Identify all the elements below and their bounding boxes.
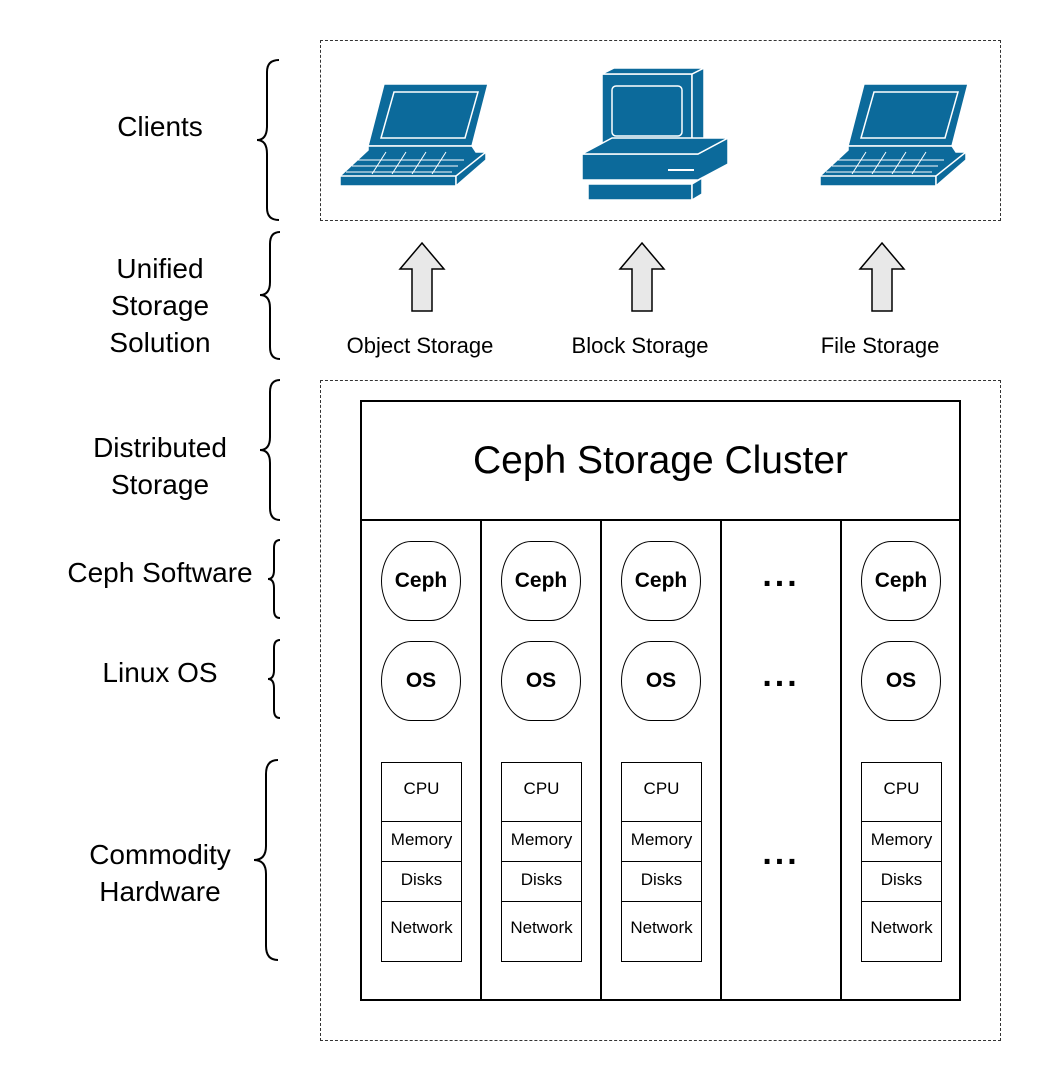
brace-clients	[256, 59, 280, 221]
layer-label-line: Unified	[116, 253, 204, 284]
layer-label-ceph-software: Ceph Software	[40, 554, 280, 591]
ellipsis-os: ...	[762, 656, 800, 694]
hardware-stack: CPU Memory Disks Network	[861, 762, 942, 962]
block-storage-label: Block Storage	[571, 333, 709, 358]
cpu-cell: CPU	[502, 763, 581, 822]
memory-cell: Memory	[382, 822, 461, 862]
layer-label-clients: Clients	[40, 108, 280, 145]
ceph-storage-cluster: Ceph Storage Cluster Ceph OS CPU Memory …	[360, 400, 961, 1001]
os-box: OS	[501, 641, 581, 721]
layer-label-line: Distributed	[93, 432, 227, 463]
ceph-software-box: Ceph	[381, 541, 461, 621]
memory-cell: Memory	[622, 822, 701, 862]
disks-cell: Disks	[862, 862, 941, 902]
layer-label-commodity-hardware: Commodity Hardware	[40, 836, 280, 910]
hardware-stack: CPU Memory Disks Network	[501, 762, 582, 962]
ceph-software-box: Ceph	[501, 541, 581, 621]
object-storage-label: Object Storage	[346, 333, 494, 358]
layer-label-line: Linux OS	[102, 657, 218, 688]
cluster-node: Ceph OS CPU Memory Disks Network	[840, 521, 960, 999]
layer-label-line: Ceph Software	[67, 557, 253, 588]
cpu-cell: CPU	[862, 763, 941, 822]
laptop-icon	[338, 83, 489, 188]
layer-label-unified-storage: Unified Storage Solution	[40, 250, 280, 361]
cpu-cell: CPU	[622, 763, 701, 822]
up-arrow-icon	[858, 241, 906, 312]
layer-label-line: Storage	[110, 469, 210, 500]
hardware-stack: CPU Memory Disks Network	[381, 762, 462, 962]
disks-cell: Disks	[622, 862, 701, 902]
ceph-software-box: Ceph	[621, 541, 701, 621]
desktop-computer-icon	[581, 66, 729, 202]
brace-distributed-storage	[259, 379, 281, 521]
disks-cell: Disks	[502, 862, 581, 902]
brace-ceph-software	[267, 539, 281, 619]
cluster-node-ellipsis: ... ... ...	[720, 521, 840, 999]
clients-container	[320, 40, 1001, 221]
ellipsis-hardware: ...	[762, 834, 800, 872]
laptop-shape	[338, 83, 489, 188]
os-box: OS	[861, 641, 941, 721]
layer-label-line: Hardware	[99, 876, 221, 907]
os-box: OS	[381, 641, 461, 721]
brace-commodity-hardware	[253, 759, 279, 961]
layer-label-linux-os: Linux OS	[40, 654, 280, 691]
layer-label-line: Commodity	[89, 839, 231, 870]
up-arrow-icon	[398, 241, 446, 312]
hardware-stack: CPU Memory Disks Network	[621, 762, 702, 962]
layer-label-clients-line: Clients	[117, 111, 203, 142]
cluster-container	[320, 380, 1001, 1041]
layer-label-distributed-storage: Distributed Storage	[40, 429, 280, 503]
os-box: OS	[621, 641, 701, 721]
memory-cell: Memory	[862, 822, 941, 862]
network-cell: Network	[630, 918, 693, 937]
network-cell: Network	[870, 918, 933, 937]
cluster-node: Ceph OS CPU Memory Disks Network	[362, 521, 482, 999]
laptop-icon	[818, 83, 969, 188]
up-arrow-icon	[618, 241, 666, 312]
layer-label-line: Storage	[110, 290, 210, 321]
cluster-title: Ceph Storage Cluster	[362, 402, 959, 521]
ellipsis-software: ...	[762, 556, 800, 594]
memory-cell: Memory	[502, 822, 581, 862]
cluster-node: Ceph OS CPU Memory Disks Network	[600, 521, 720, 999]
layer-label-line: Solution	[109, 327, 211, 358]
file-storage-label: File Storage	[820, 333, 940, 358]
brace-linux-os	[267, 639, 281, 719]
network-cell: Network	[390, 918, 453, 937]
brace-unified-storage	[259, 231, 281, 360]
network-cell: Network	[510, 918, 573, 937]
cluster-node: Ceph OS CPU Memory Disks Network	[480, 521, 600, 999]
disks-cell: Disks	[382, 862, 461, 902]
cpu-cell: CPU	[382, 763, 461, 822]
ceph-software-box: Ceph	[861, 541, 941, 621]
